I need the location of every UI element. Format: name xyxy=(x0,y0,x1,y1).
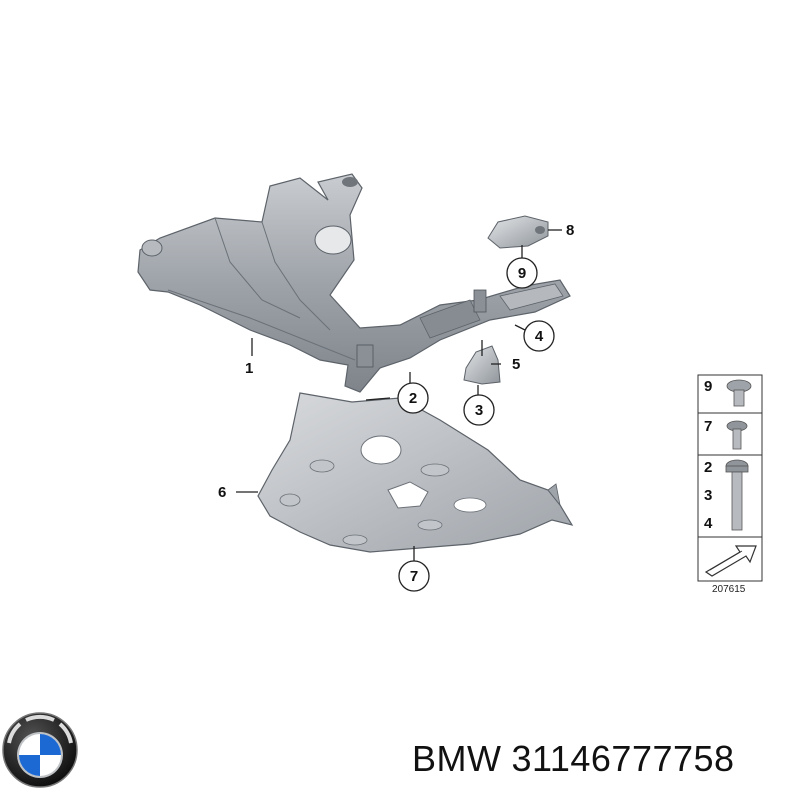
callout-5: 5 xyxy=(512,356,520,373)
callout-9: 9 xyxy=(506,257,538,289)
legend-label: 7 xyxy=(704,418,712,435)
callout-label: 9 xyxy=(518,265,526,282)
callout-label: 8 xyxy=(566,222,574,239)
legend-row-7: 7 xyxy=(704,418,748,450)
callout-label: 4 xyxy=(535,328,544,345)
callout-3: 3 xyxy=(463,394,495,426)
callout-1: 1 xyxy=(245,360,253,377)
bmw-logo xyxy=(2,712,78,788)
diagram-code: 207615 xyxy=(712,584,746,595)
callout-label: 5 xyxy=(512,356,520,373)
legend-label: 2 xyxy=(704,459,712,476)
callout-7: 7 xyxy=(398,560,430,592)
part-number: 31146777758 xyxy=(511,738,735,779)
engine-mount xyxy=(463,340,501,385)
callout-label: 6 xyxy=(218,484,226,501)
underbody-shield xyxy=(257,392,574,553)
callout-8: 8 xyxy=(566,222,574,239)
clip-screw-icon xyxy=(726,379,752,407)
callout-label: 1 xyxy=(245,360,253,377)
legend-label: 9 xyxy=(704,378,712,395)
leader-lines xyxy=(236,229,562,564)
callout-4: 4 xyxy=(523,320,555,352)
front-subframe xyxy=(137,173,571,393)
legend-label: 3 xyxy=(704,487,712,504)
direction-arrow-icon xyxy=(704,545,757,577)
legend-label: 4 xyxy=(704,515,713,532)
brand-name: BMW xyxy=(412,738,502,779)
legend-row-2-3-4: 2 3 4 xyxy=(704,459,749,532)
callout-2: 2 xyxy=(397,382,429,414)
bolt-icon xyxy=(725,459,749,531)
mount-cap xyxy=(487,215,549,249)
callout-label: 2 xyxy=(409,390,417,407)
callout-label: 7 xyxy=(410,568,418,585)
screw-icon xyxy=(726,420,748,450)
callout-label: 3 xyxy=(475,402,483,419)
callout-6: 6 xyxy=(218,484,226,501)
fastener-legend: 9 7 2 3 4 2076 xyxy=(697,374,763,595)
legend-row-9: 9 xyxy=(704,378,752,407)
